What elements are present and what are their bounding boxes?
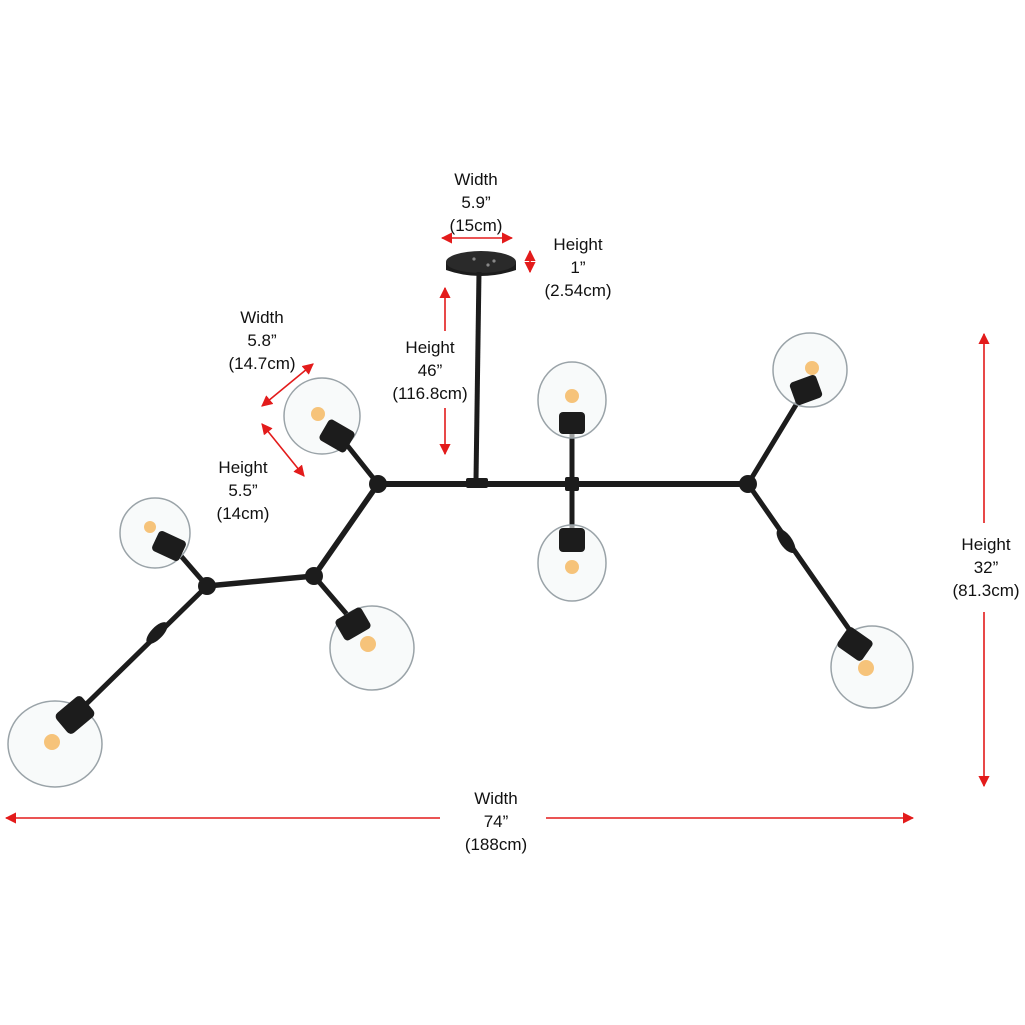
shade-width-label: Width 5.8” (14.7cm) xyxy=(228,306,295,375)
dimension-arrow-icon xyxy=(4,232,990,824)
shade-width-imperial: 5.8” xyxy=(247,331,277,350)
canopy-height-title: Height xyxy=(553,235,603,254)
rod-height-title: Height xyxy=(405,338,455,357)
ceiling-canopy xyxy=(446,251,516,276)
overall-height-metric: (81.3cm) xyxy=(952,581,1020,600)
shade-height-title: Height xyxy=(218,458,268,477)
overall-width-title: Width xyxy=(474,789,518,808)
overall-width-metric: (188cm) xyxy=(464,835,528,854)
arrow-shade-height xyxy=(261,423,305,477)
canopy-height-label: Height 1” (2.54cm) xyxy=(544,233,611,302)
chandelier-icon xyxy=(7,251,914,788)
canopy-width-metric: (15cm) xyxy=(449,216,503,235)
down-rod xyxy=(473,271,482,481)
overall-height-label: Height 32” (81.3cm) xyxy=(952,533,1019,602)
overall-height-title: Height xyxy=(961,535,1011,554)
overall-height-imperial: 32” xyxy=(973,558,999,577)
canopy-width-imperial: 5.9” xyxy=(461,193,491,212)
shade-width-title: Width xyxy=(240,308,284,327)
overall-width-imperial: 74” xyxy=(483,812,509,831)
shade-height-imperial: 5.5” xyxy=(228,481,258,500)
canopy-height-imperial: 1” xyxy=(570,258,586,277)
canopy-width-label: Width 5.9” (15cm) xyxy=(450,168,503,237)
shade-height-metric: (14cm) xyxy=(216,504,270,523)
rod-height-imperial: 46” xyxy=(417,361,443,380)
rod-height-metric: (116.8cm) xyxy=(392,384,468,403)
overall-width-label: Width 74” (188cm) xyxy=(465,787,527,856)
canopy-width-title: Width xyxy=(454,170,498,189)
shade-width-metric: (14.7cm) xyxy=(228,354,296,373)
shade-height-label: Height 5.5” (14cm) xyxy=(217,456,270,525)
canopy-height-metric: (2.54cm) xyxy=(544,281,612,300)
branch-arms xyxy=(69,387,861,721)
rod-height-label: Height 46” (116.8cm) xyxy=(392,336,467,405)
arm-joints xyxy=(146,475,796,644)
arrow-shade-width xyxy=(261,363,314,407)
